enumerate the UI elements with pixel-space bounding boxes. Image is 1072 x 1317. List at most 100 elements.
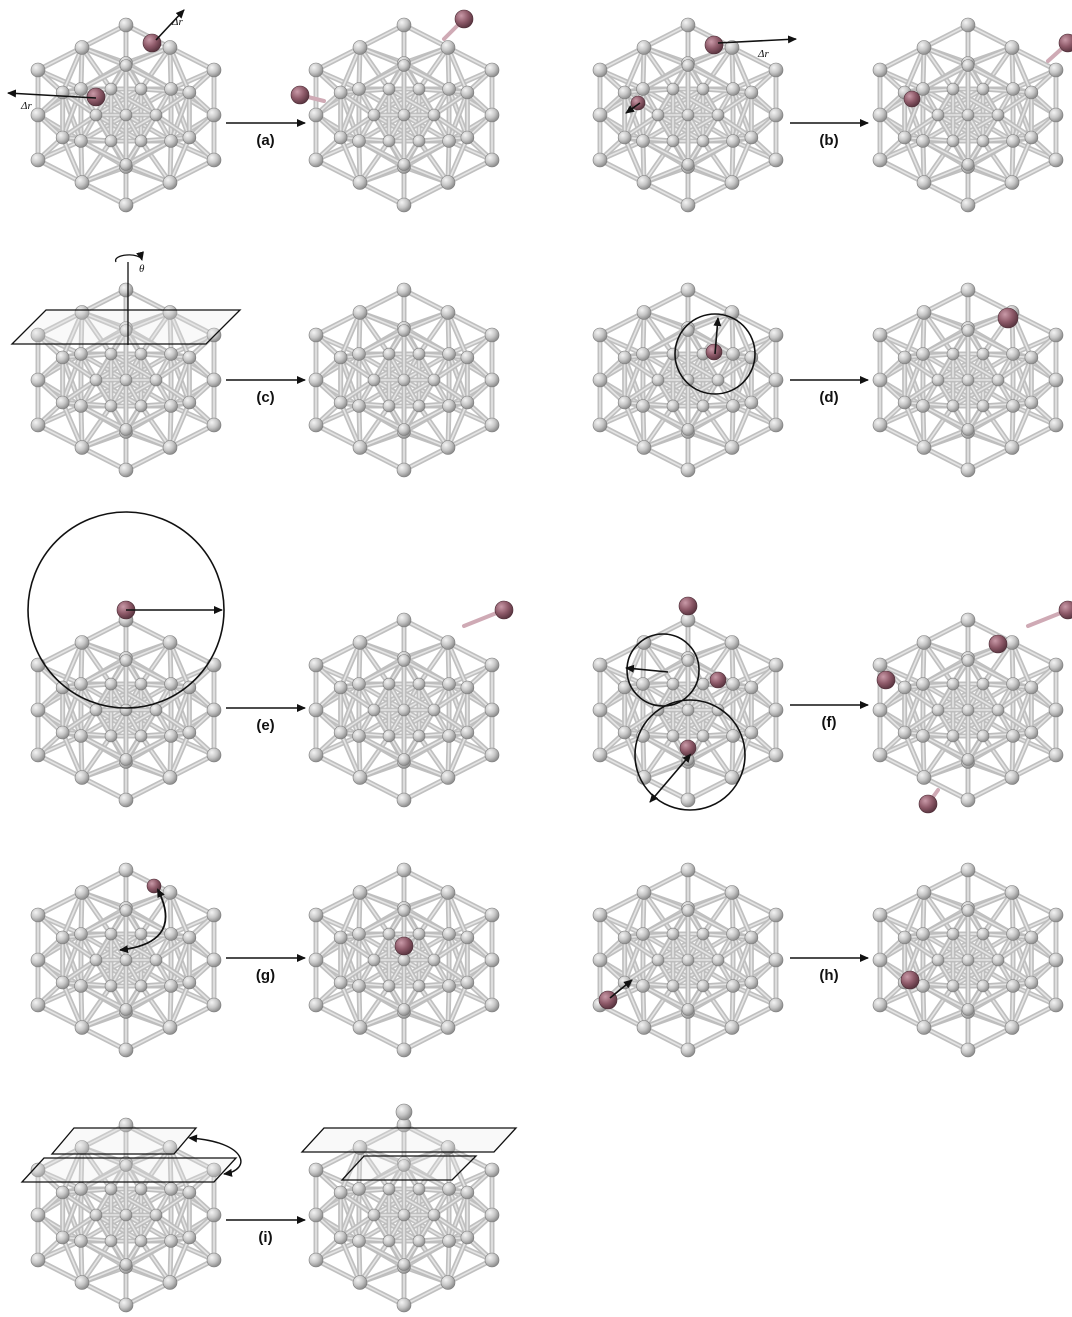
atom xyxy=(352,1235,365,1248)
atom xyxy=(1049,328,1063,342)
atom xyxy=(75,886,89,900)
panel-label: (b) xyxy=(819,132,838,149)
atom xyxy=(962,1004,974,1016)
atom xyxy=(443,928,456,941)
atom xyxy=(962,424,974,436)
delta-r-label: Δr xyxy=(171,16,183,28)
atom xyxy=(207,1253,221,1267)
atom xyxy=(873,748,887,762)
atom xyxy=(441,1021,455,1035)
atom xyxy=(383,928,395,940)
atom xyxy=(637,176,651,190)
atom xyxy=(368,954,380,966)
atom xyxy=(712,954,724,966)
atom xyxy=(636,928,649,941)
atom xyxy=(977,348,989,360)
atom xyxy=(681,283,695,297)
marked-atom xyxy=(705,36,723,54)
atom xyxy=(769,373,783,387)
atom xyxy=(682,655,694,667)
atom xyxy=(119,18,133,32)
panel-label: (i) xyxy=(258,1229,272,1246)
atom xyxy=(977,730,989,742)
atom xyxy=(961,463,975,477)
atom xyxy=(119,793,133,807)
cluster-h-after xyxy=(873,863,1063,1057)
atom xyxy=(74,1183,87,1196)
atom xyxy=(105,980,117,992)
atom xyxy=(916,135,929,148)
transition-b: (b) xyxy=(790,123,868,149)
atom xyxy=(947,928,959,940)
atom xyxy=(485,63,499,77)
atom xyxy=(74,1235,87,1248)
atom xyxy=(977,678,989,690)
cluster-c-after xyxy=(309,283,499,477)
atom xyxy=(485,748,499,762)
atom xyxy=(917,41,931,55)
atom xyxy=(593,748,607,762)
atom xyxy=(105,83,117,95)
atom xyxy=(1007,83,1020,96)
cluster-h-before xyxy=(593,863,783,1057)
atom xyxy=(352,135,365,148)
atom xyxy=(428,109,440,121)
cluster-b-before xyxy=(593,18,783,212)
transition-g: (g) xyxy=(226,958,305,984)
atom xyxy=(135,980,147,992)
atom xyxy=(461,351,474,364)
atom xyxy=(183,351,196,364)
atom xyxy=(183,131,196,144)
atom xyxy=(725,1021,739,1035)
atom xyxy=(309,328,323,342)
atom xyxy=(105,348,117,360)
atom xyxy=(961,283,975,297)
atom xyxy=(119,863,133,877)
rotation-arrow-icon xyxy=(116,255,142,262)
atom xyxy=(309,908,323,922)
atom xyxy=(207,908,221,922)
atom xyxy=(413,348,425,360)
atom xyxy=(636,400,649,413)
delta-r-label: Δr xyxy=(20,100,32,112)
atom xyxy=(135,1235,147,1247)
atom xyxy=(352,1183,365,1196)
atom xyxy=(1005,886,1019,900)
atom xyxy=(461,1231,474,1244)
atom xyxy=(992,704,1004,716)
atom xyxy=(667,83,679,95)
atom xyxy=(725,176,739,190)
atom xyxy=(309,108,323,122)
atom xyxy=(397,283,411,297)
atom xyxy=(682,109,694,121)
atom xyxy=(769,998,783,1012)
atom xyxy=(443,1183,456,1196)
atom xyxy=(932,109,944,121)
atom xyxy=(667,678,679,690)
atom xyxy=(383,83,395,95)
atom xyxy=(873,418,887,432)
atom xyxy=(1025,396,1038,409)
atom xyxy=(207,658,221,672)
atom xyxy=(334,976,347,989)
atom xyxy=(56,931,69,944)
atom xyxy=(745,131,758,144)
atom xyxy=(916,678,929,691)
atom xyxy=(443,1235,456,1248)
atom xyxy=(485,658,499,672)
atom xyxy=(593,108,607,122)
atom xyxy=(917,441,931,455)
atom xyxy=(593,658,607,672)
transition-e: (e) xyxy=(226,708,305,734)
atom xyxy=(1025,681,1038,694)
atom xyxy=(383,980,395,992)
atom xyxy=(873,658,887,672)
atom xyxy=(383,1235,395,1247)
atom xyxy=(932,704,944,716)
atom xyxy=(31,108,45,122)
atom xyxy=(165,83,178,96)
atom xyxy=(667,928,679,940)
atom xyxy=(745,396,758,409)
atom xyxy=(697,400,709,412)
atom xyxy=(992,954,1004,966)
